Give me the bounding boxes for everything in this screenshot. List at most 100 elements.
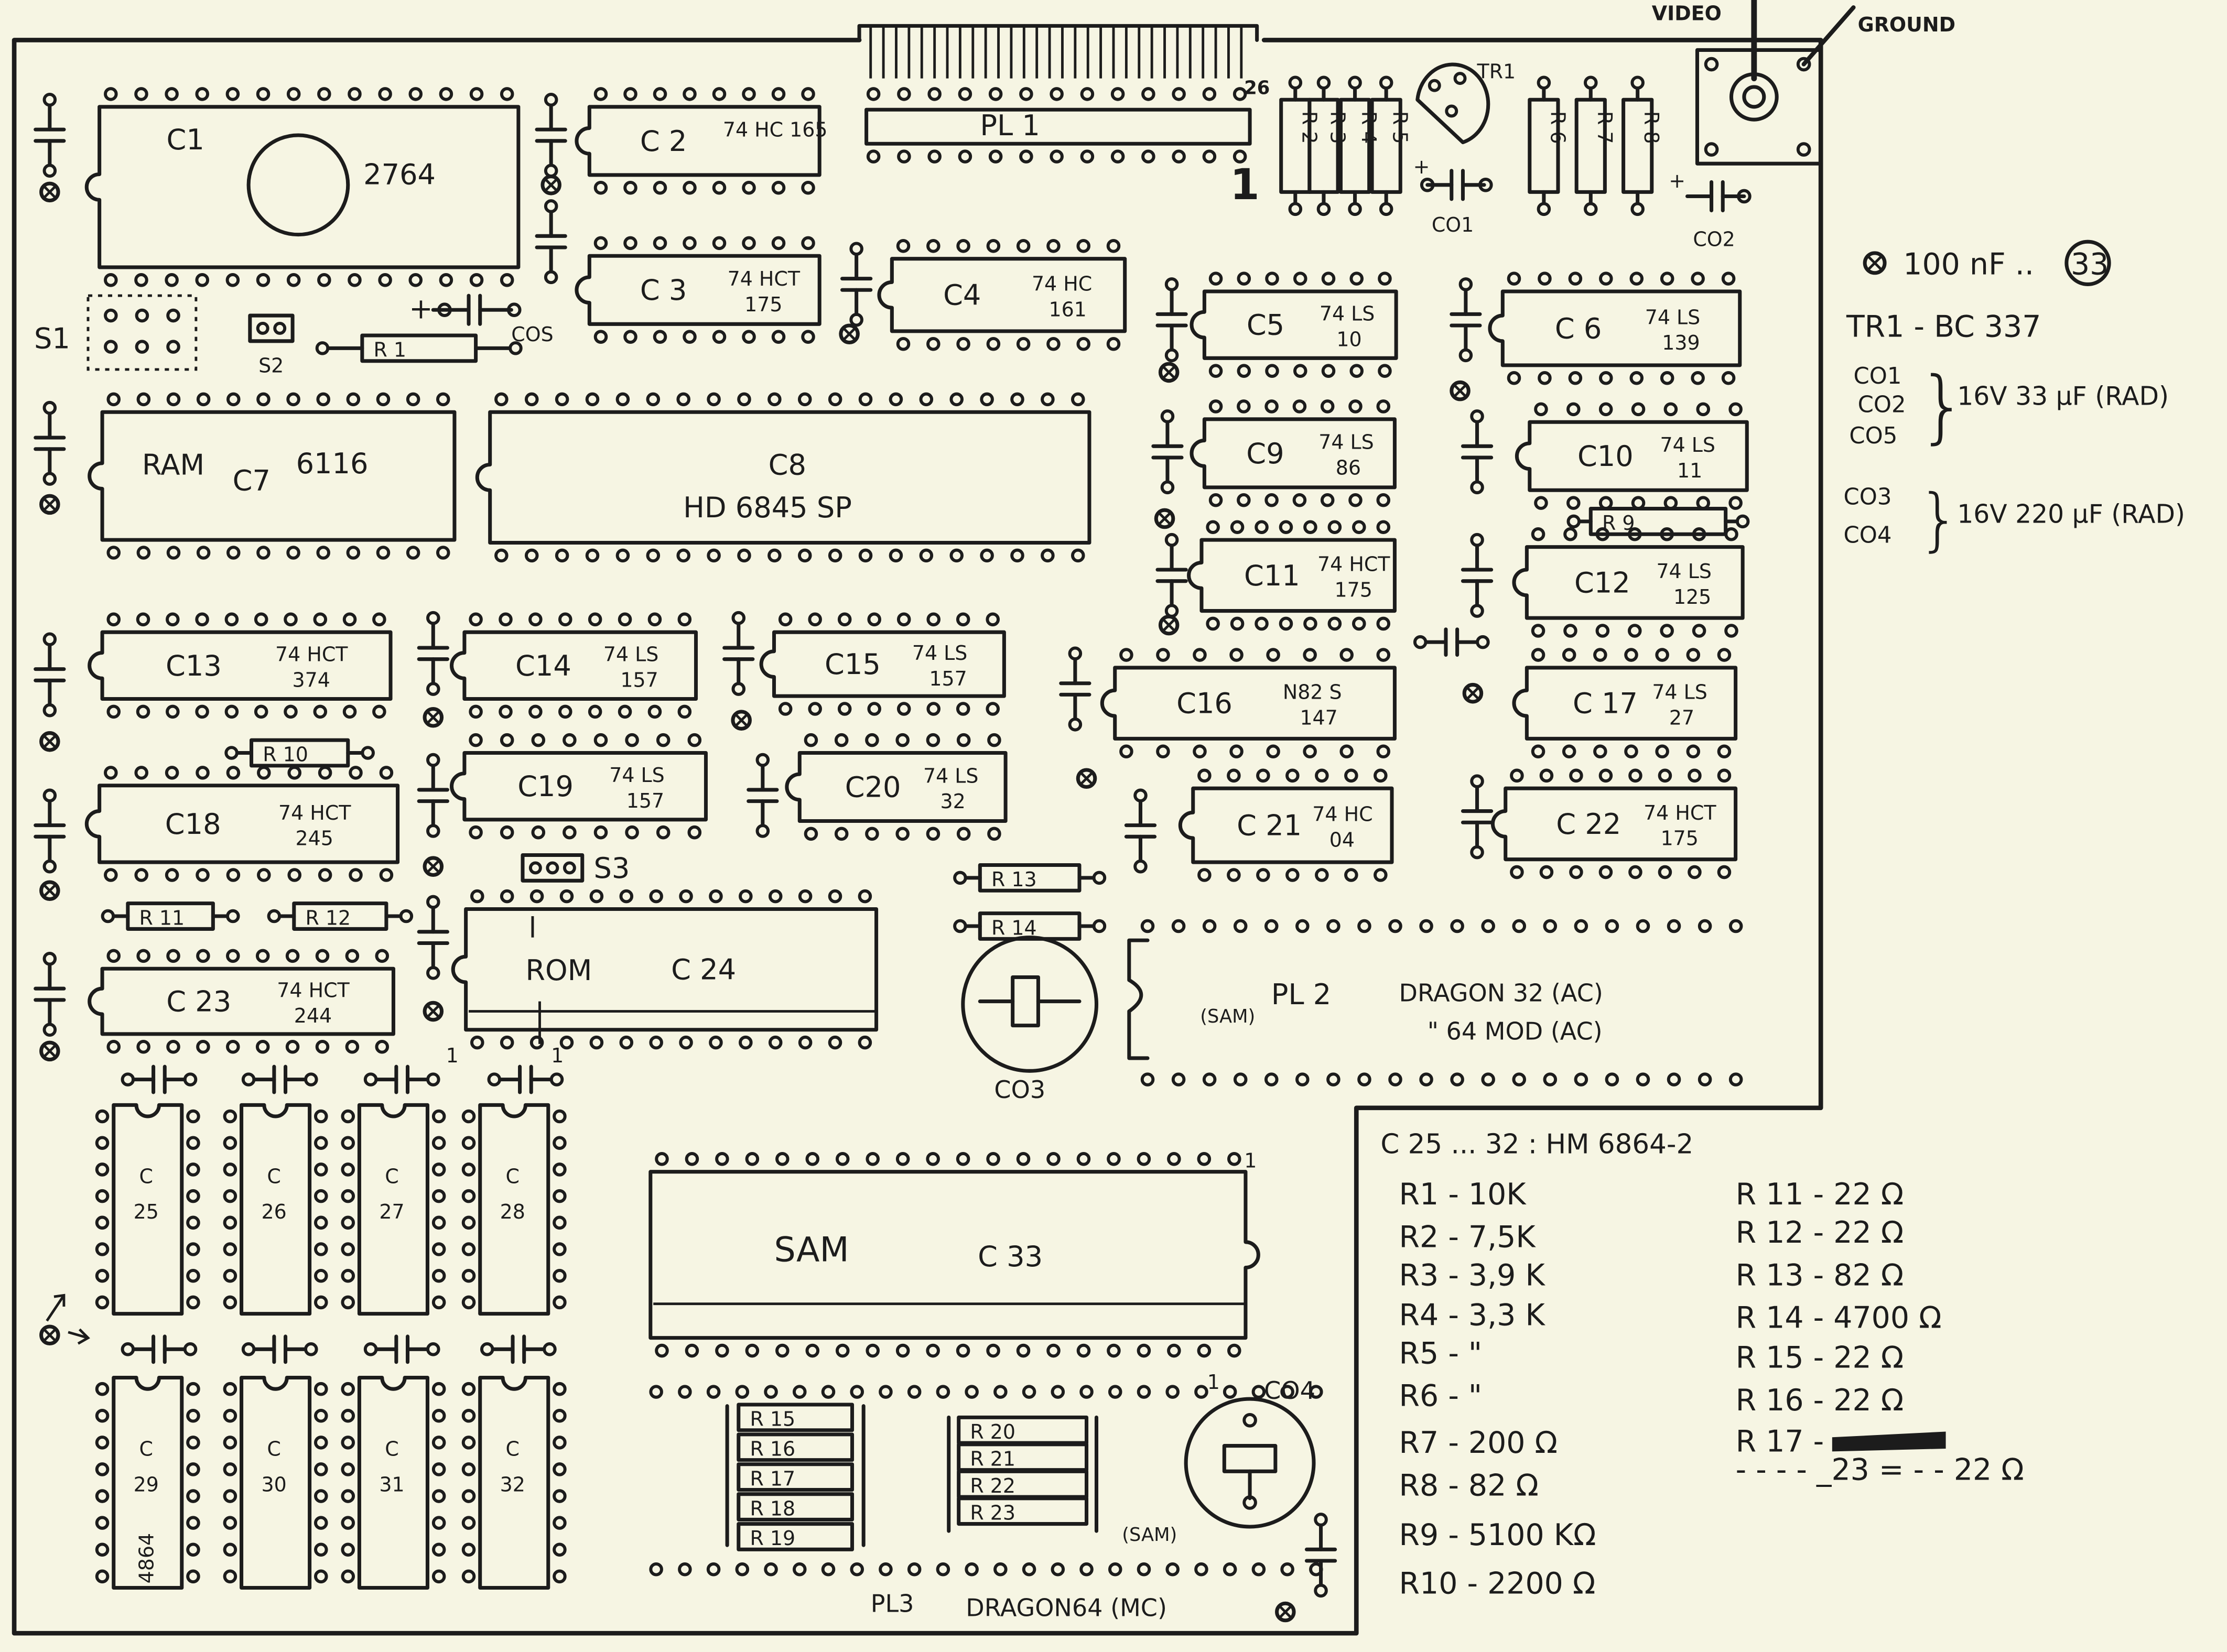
pin — [712, 330, 727, 344]
pin — [1534, 496, 1548, 510]
pin — [284, 704, 298, 719]
pin — [304, 1342, 318, 1356]
chip-part-label: 245 — [296, 827, 333, 850]
pin — [42, 788, 57, 803]
pin — [926, 1152, 940, 1166]
pin — [1470, 532, 1484, 547]
pin — [341, 1136, 355, 1150]
pin — [363, 1072, 378, 1086]
pin — [797, 392, 812, 407]
pin — [1537, 202, 1551, 216]
chip-ref-label: C 6 — [1555, 312, 1602, 345]
resistor-r3: R 3 — [1307, 75, 1349, 216]
pin — [1538, 371, 1552, 385]
pin — [1106, 336, 1121, 351]
resistor-r6: R 6 — [1528, 75, 1569, 216]
pin — [926, 1343, 940, 1358]
pin — [1543, 1072, 1558, 1086]
pin — [1237, 399, 1251, 414]
pin — [865, 733, 879, 747]
pin — [1510, 768, 1524, 783]
chip-part-label: 125 — [1673, 585, 1711, 608]
pin — [1692, 624, 1706, 638]
pin — [1598, 768, 1613, 783]
pin — [936, 1562, 950, 1577]
pin — [431, 1215, 446, 1230]
chip-ref-label: C18 — [165, 808, 221, 841]
resistor-r12: R 12 — [267, 901, 414, 931]
pin — [95, 1268, 110, 1283]
pin — [1255, 520, 1269, 534]
pin — [1507, 371, 1521, 385]
resistor-r10: R 10 — [224, 738, 375, 768]
pin — [1660, 371, 1674, 385]
pin — [735, 1385, 750, 1399]
pin — [223, 1162, 237, 1177]
pin — [1140, 919, 1155, 933]
pin — [461, 1516, 476, 1530]
pin — [431, 1516, 446, 1530]
decoupling-capacitor — [34, 632, 66, 718]
pin — [1696, 402, 1711, 417]
pin — [314, 1516, 328, 1530]
pin — [165, 273, 179, 287]
pin — [196, 766, 210, 780]
pin — [241, 1342, 256, 1356]
pin — [739, 889, 753, 904]
pin — [1106, 239, 1121, 253]
legend-resistor-value: R8 - 82 Ω — [1399, 1468, 1539, 1503]
pin — [1339, 744, 1354, 759]
resistor-r15: R 15 — [737, 1403, 855, 1432]
pin — [223, 1136, 237, 1150]
pin — [927, 149, 942, 164]
pin — [361, 746, 375, 760]
decoupling-cap-marker-icon — [839, 323, 860, 345]
pin — [1080, 149, 1095, 164]
pin — [988, 87, 1003, 101]
pin — [104, 273, 118, 287]
pin — [1728, 496, 1743, 510]
resistor-r11: R 11 — [101, 901, 240, 931]
pin — [683, 180, 697, 195]
resistor-r13: R 13 — [953, 863, 1107, 893]
pin — [1531, 624, 1545, 638]
resistor-r14: R 14 — [953, 911, 1107, 941]
pin — [461, 1268, 476, 1283]
decoupling-capacitor — [121, 1064, 198, 1094]
pin — [1295, 1072, 1310, 1086]
pin — [1388, 1072, 1402, 1086]
pin — [1348, 75, 1362, 90]
pin — [285, 949, 300, 963]
pin — [1193, 648, 1207, 662]
decoupling-capacitor — [1461, 409, 1494, 495]
pin — [461, 1462, 476, 1476]
pin — [431, 1268, 446, 1283]
pin — [1016, 336, 1031, 351]
co2-label: CO2 — [1693, 227, 1735, 251]
pin — [106, 1040, 121, 1054]
pin — [1512, 1072, 1527, 1086]
pin — [286, 273, 301, 287]
pin — [655, 1152, 669, 1166]
resistor-r5: R 5 — [1370, 75, 1412, 216]
pin — [1160, 409, 1175, 423]
decoupling-capacitor — [1304, 1513, 1337, 1598]
pin — [1598, 402, 1613, 417]
chip-part-label: 157 — [626, 789, 664, 812]
pin — [531, 733, 546, 747]
pin — [223, 1489, 237, 1503]
decoupling-cap-marker-icon — [39, 181, 60, 203]
pin — [183, 1342, 198, 1356]
pin — [919, 392, 934, 407]
pin — [134, 868, 148, 882]
pin — [926, 827, 940, 841]
pin — [593, 330, 608, 344]
pin — [1288, 75, 1303, 90]
pin — [1688, 768, 1702, 783]
pin — [341, 1489, 355, 1503]
pin — [1237, 493, 1251, 507]
pin — [1164, 348, 1179, 363]
